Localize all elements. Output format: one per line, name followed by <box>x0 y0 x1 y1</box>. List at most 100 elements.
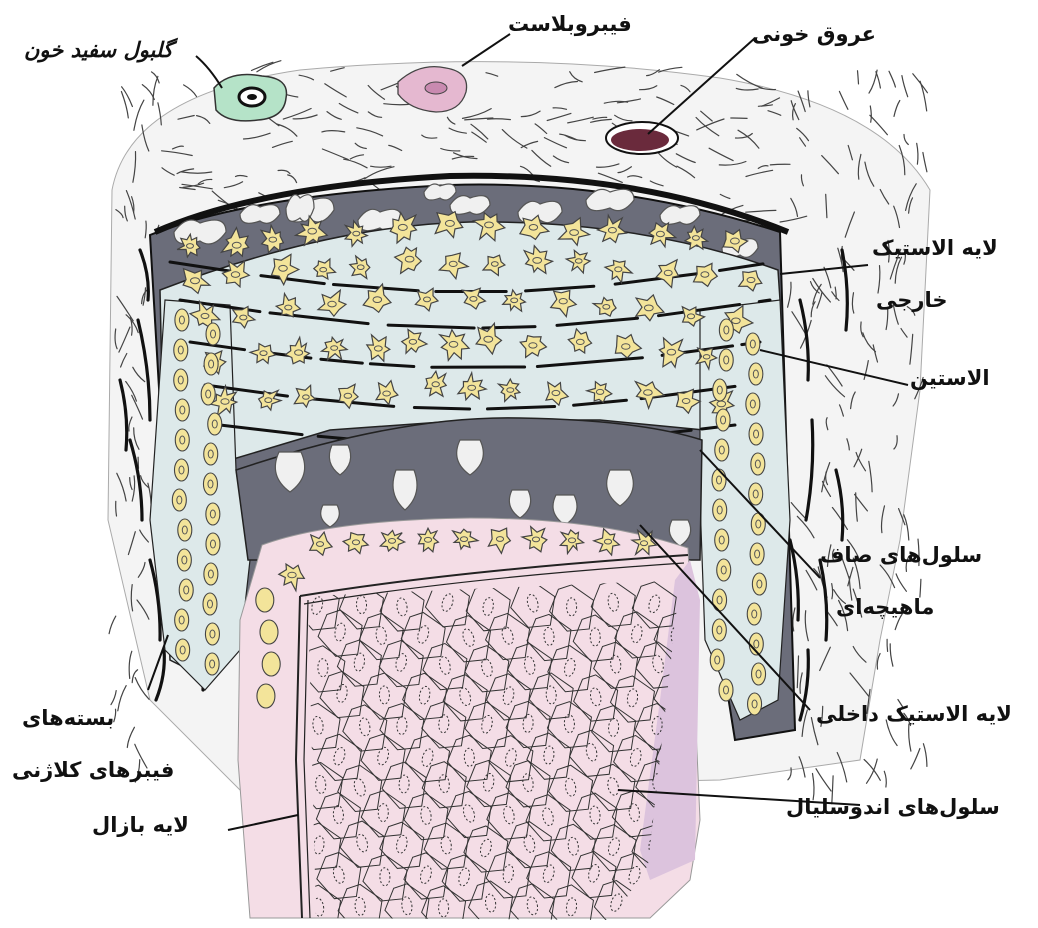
fiber-stroke <box>884 771 886 787</box>
smooth-muscle-cell <box>178 519 192 541</box>
smooth-muscle-cell <box>205 653 219 675</box>
label-fibroblast: فیبروبلاست <box>508 14 632 35</box>
label-external-elastic-line1: لایه الاستیک <box>872 238 998 259</box>
muscle-cell-body <box>175 399 189 421</box>
intima-muscle-cell <box>256 588 274 612</box>
muscle-cell-body <box>201 383 215 405</box>
smooth-muscle-cell <box>715 529 729 551</box>
muscle-cell-body <box>206 503 220 525</box>
muscle-cell-body <box>716 409 730 431</box>
muscle-cell-body <box>256 588 274 612</box>
label-smooth-muscle-line2: ماهیچه‌ای <box>836 597 934 618</box>
smooth-muscle-cell <box>204 353 218 375</box>
muscle-cell-body <box>262 652 280 676</box>
fenestration <box>424 184 456 200</box>
muscle-cell-body <box>746 333 760 355</box>
fiber-stroke <box>896 574 906 591</box>
muscle-cell-body <box>176 639 190 661</box>
fiber-stroke <box>904 515 909 540</box>
smooth-muscle-cell <box>749 483 763 505</box>
smooth-muscle-cell <box>175 429 189 451</box>
white-blood-cell <box>214 75 287 121</box>
fiber-stroke <box>770 164 790 165</box>
smooth-muscle-cell <box>175 399 189 421</box>
muscle-cell-body <box>712 619 726 641</box>
fiber-stroke <box>894 101 900 117</box>
smooth-muscle-cell <box>749 363 763 385</box>
muscle-cell-body <box>752 573 766 595</box>
fiber-stroke <box>858 71 859 84</box>
fiber-stroke <box>870 106 871 122</box>
label-external-elastic-line2: خارجی <box>876 290 948 311</box>
fiber-stroke <box>902 76 908 97</box>
muscle-cell-body <box>750 543 764 565</box>
fiber-stroke <box>864 760 880 781</box>
muscle-cell-body <box>174 369 188 391</box>
muscle-cell-body <box>203 473 217 495</box>
smooth-muscle-cell <box>717 559 731 581</box>
smooth-muscle-cell <box>206 503 220 525</box>
smooth-muscle-cell <box>715 439 729 461</box>
fenestration <box>586 189 634 210</box>
fiber-stroke <box>890 644 893 666</box>
muscle-cell-body <box>175 429 189 451</box>
smooth-muscle-cell <box>206 533 220 555</box>
muscle-cell-body <box>257 684 275 708</box>
label-smooth-muscle-line1: سلول‌های صاف <box>820 545 982 566</box>
elastin-line <box>759 300 770 302</box>
muscle-cell-body <box>710 649 724 671</box>
muscle-cell-body <box>172 489 186 511</box>
fenestration <box>240 205 280 224</box>
fiber-stroke <box>839 91 848 109</box>
muscle-cell-body <box>204 563 218 585</box>
fiber-stroke <box>920 81 927 111</box>
smooth-muscle-cell <box>201 383 215 405</box>
smooth-muscle-cell <box>748 693 762 715</box>
muscle-cell-body <box>748 693 762 715</box>
smooth-muscle-cell <box>746 333 760 355</box>
muscle-cell-body <box>746 393 760 415</box>
muscle-cell-body <box>179 579 193 601</box>
intima-muscle-cell <box>260 620 278 644</box>
fiber-stroke <box>184 85 197 97</box>
fiber-stroke <box>917 143 918 164</box>
fenestration <box>450 196 490 215</box>
fenestration <box>660 206 700 225</box>
muscle-cell-body <box>717 559 731 581</box>
smooth-muscle-cell <box>174 339 188 361</box>
muscle-cell-body <box>752 663 766 685</box>
label-basal-layer: لایه بازال <box>92 815 189 836</box>
smooth-muscle-cell <box>174 369 188 391</box>
muscle-cell-body <box>205 623 219 645</box>
muscle-cell-body <box>204 353 218 375</box>
fiber-stroke <box>869 70 877 93</box>
muscle-cell-body <box>713 379 727 401</box>
label-collagen-line1: بسته‌های <box>22 708 114 729</box>
muscle-cell-body <box>713 499 727 521</box>
smooth-muscle-cell <box>749 423 763 445</box>
smooth-muscle-cell <box>179 579 193 601</box>
muscle-cell-body <box>178 519 192 541</box>
smooth-muscle-cell <box>713 379 727 401</box>
muscle-cell-body <box>719 679 733 701</box>
muscle-cell-body <box>260 620 278 644</box>
fiber-stroke <box>923 744 927 767</box>
muscle-cell-body <box>749 363 763 385</box>
muscle-cell-body <box>206 323 220 345</box>
fiber-stroke <box>129 651 132 678</box>
fiber-stroke <box>909 724 911 751</box>
smooth-muscle-cell <box>752 663 766 685</box>
smooth-muscle-cell <box>172 489 186 511</box>
smooth-muscle-cell <box>751 453 765 475</box>
label-collagen-line2: فیبرهای کلاژنی <box>12 760 174 781</box>
smooth-muscle-cell <box>204 563 218 585</box>
muscle-cell-body <box>205 653 219 675</box>
smooth-muscle-cell <box>175 309 189 331</box>
muscle-cell-body <box>208 413 222 435</box>
muscle-cell-body <box>715 439 729 461</box>
fiber-stroke <box>889 71 895 87</box>
smooth-muscle-cell <box>174 459 188 481</box>
smooth-muscle-cell <box>746 393 760 415</box>
label-elastin: الاستین <box>910 368 990 389</box>
